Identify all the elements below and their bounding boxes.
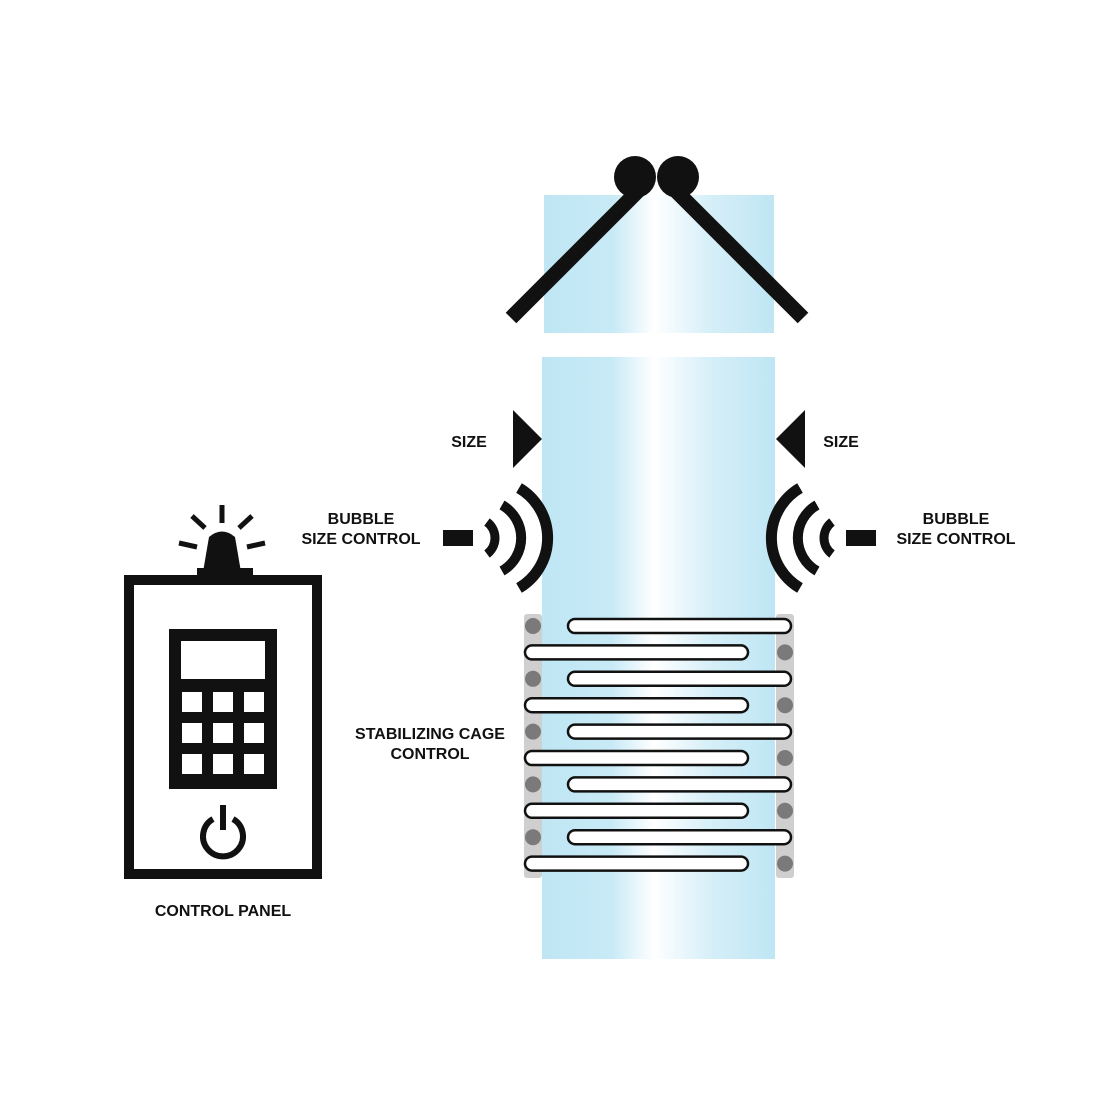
- size-label-right: SIZE: [823, 434, 859, 451]
- keypad-key: [244, 692, 264, 712]
- keypad-key: [182, 754, 202, 774]
- cage-bar: [523, 644, 750, 661]
- cage-bar: [523, 696, 750, 714]
- keypad-key: [213, 754, 233, 774]
- keypad-key: [213, 723, 233, 743]
- cage-bar: [566, 828, 793, 846]
- nip-roller-right-icon: [657, 156, 699, 198]
- nip-roller-left-icon: [614, 156, 656, 198]
- keypad-key: [182, 723, 202, 743]
- cage-roller-dot: [525, 618, 541, 634]
- bubble-size-control-label-left-line1: BUBBLE: [328, 511, 395, 528]
- cage-bar: [523, 749, 750, 767]
- cage-roller-dot: [777, 802, 793, 819]
- cage-bar: [523, 855, 750, 872]
- alarm-beacon-icon: [178, 505, 266, 578]
- cage-bar: [566, 776, 793, 793]
- bubble-size-control-label-left-line2: SIZE CONTROL: [301, 531, 420, 548]
- cage-bar: [566, 617, 793, 635]
- cage-roller-dot: [777, 644, 793, 661]
- cage-roller-dot: [525, 670, 541, 687]
- size-marker-left-icon: [513, 410, 542, 468]
- signal-waves-right-icon: [765, 483, 876, 593]
- cage-roller-dot: [525, 829, 541, 846]
- cage-roller-dot: [777, 750, 793, 766]
- cage-bar: [566, 723, 793, 740]
- bubble-size-control-label-right-line1: BUBBLE: [923, 511, 990, 528]
- cage-roller-dot: [525, 776, 541, 793]
- power-icon: [200, 805, 246, 860]
- collapsing-frame-right-arm: [670, 185, 809, 324]
- collapsing-frame-left-arm: [505, 185, 644, 324]
- stabilizing-cage-control-label-line1: STABILIZING CAGE: [355, 726, 505, 743]
- keypad: [182, 692, 264, 774]
- size-label-left: SIZE: [451, 434, 487, 451]
- bubble-size-control-label-right-line2: SIZE CONTROL: [896, 531, 1015, 548]
- keypad-key: [213, 692, 233, 712]
- keypad-key: [182, 692, 202, 712]
- collapsing-frame: [505, 156, 809, 324]
- cage-bar: [523, 802, 750, 820]
- stabilizing-cage: [523, 614, 794, 878]
- control-panel-label: CONTROL PANEL: [155, 903, 292, 920]
- cage-roller-dot: [525, 723, 541, 740]
- control-panel: [124, 505, 322, 879]
- cage-bar: [566, 670, 793, 688]
- keypad-key: [244, 723, 264, 743]
- cage-roller-dot: [777, 855, 793, 872]
- film-upper-segment: [544, 195, 774, 333]
- keypad-key: [244, 754, 264, 774]
- cage-roller-dot: [777, 697, 793, 714]
- signal-waves-left-icon: [443, 483, 554, 593]
- size-marker-right-icon: [776, 410, 805, 468]
- keypad-display: [181, 641, 265, 679]
- stabilizing-cage-control-label-line2: CONTROL: [390, 746, 469, 763]
